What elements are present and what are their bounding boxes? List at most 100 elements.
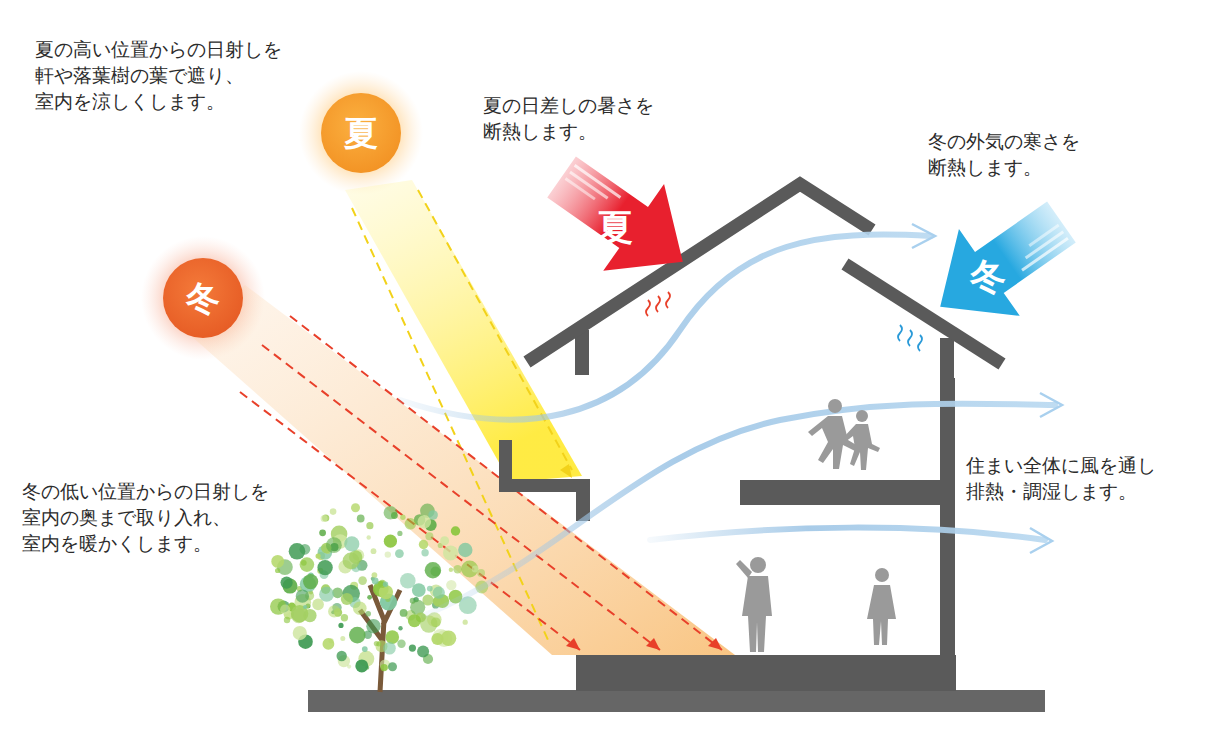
leaf: [397, 531, 402, 536]
leaf: [351, 503, 360, 512]
leaf: [293, 626, 307, 640]
leaf: [397, 640, 405, 648]
leaf: [376, 642, 381, 647]
leaf: [427, 586, 433, 592]
leaf: [330, 508, 337, 515]
tree-leaves: [270, 503, 488, 672]
leaf: [300, 557, 315, 572]
summer-sun-glow: [299, 71, 423, 195]
leaf: [349, 627, 366, 644]
leaf: [385, 551, 391, 557]
house: [308, 184, 1045, 712]
leaf: [372, 572, 378, 578]
leaf: [337, 651, 347, 661]
leaf: [358, 576, 367, 585]
leaf: [347, 665, 351, 669]
tree-trunk: [360, 585, 400, 692]
leaf: [372, 578, 379, 585]
leaf: [271, 555, 284, 568]
leaf: [395, 549, 404, 558]
leaf: [357, 515, 365, 523]
wind-heads: [912, 224, 1062, 553]
leaf: [338, 623, 343, 628]
leaf: [417, 646, 429, 658]
leaf: [326, 537, 342, 553]
leaf: [303, 574, 318, 589]
leaf: [321, 515, 328, 522]
leaf: [317, 560, 332, 575]
leaf: [400, 573, 416, 589]
winter-cold-arrow: 冬: [925, 200, 1075, 330]
leaf: [383, 582, 388, 587]
leaf: [341, 614, 348, 621]
caption-text: 冬の外気の寒さを 断熱します。: [928, 128, 1080, 180]
leaf: [405, 518, 417, 530]
leaf: [477, 569, 485, 577]
leaf: [463, 620, 468, 625]
leaf: [365, 611, 371, 617]
summer-sun: 夏: [321, 93, 401, 173]
leaf: [280, 604, 290, 614]
leaf: [291, 605, 308, 622]
ray-heads: [560, 464, 722, 650]
leaf: [421, 549, 428, 556]
leaf: [284, 617, 290, 623]
leaf: [398, 626, 402, 630]
leaf: [289, 543, 306, 560]
leaf: [316, 553, 321, 558]
leaf: [380, 664, 387, 671]
leaf: [384, 535, 397, 548]
leaf: [343, 553, 360, 570]
node-text: 冬: [970, 259, 1006, 295]
leaf: [353, 601, 367, 615]
leaf: [408, 614, 421, 627]
leaf: [419, 540, 428, 549]
node-text: 冬: [186, 281, 220, 315]
leaf: [425, 562, 441, 578]
people: [736, 399, 896, 652]
leaf: [275, 568, 280, 573]
leaf: [400, 515, 405, 520]
leaf: [296, 589, 309, 602]
leaf: [341, 593, 353, 605]
leaf: [319, 529, 326, 536]
node-text: 夏: [597, 210, 633, 246]
caption-text: 夏の高い位置からの日射しを 軒や落葉樹の葉で遮り、 室内を涼しくします。: [35, 36, 282, 115]
leaf: [384, 506, 398, 520]
leaf: [458, 543, 472, 557]
leaf: [355, 659, 368, 672]
leaf: [410, 600, 425, 615]
summer-sunbeam: [345, 180, 582, 482]
leaf: [291, 608, 306, 623]
caption-text: 夏の日差しの暑さを 断熱します。: [483, 92, 654, 144]
leaf: [319, 587, 334, 602]
leaf: [451, 526, 460, 535]
leaf: [367, 535, 371, 539]
leaf: [400, 609, 408, 617]
leaf: [409, 645, 416, 652]
leaf: [371, 548, 377, 554]
summer-heat-arrow: 夏: [548, 155, 698, 285]
leaf: [441, 631, 456, 646]
leaf: [449, 568, 453, 572]
leaf: [453, 565, 462, 574]
leaf: [303, 605, 307, 609]
leaf: [340, 636, 345, 641]
leaf: [428, 510, 438, 520]
leaf: [367, 595, 372, 600]
node-text: 夏: [344, 116, 378, 150]
leaf: [446, 580, 456, 590]
leaf: [388, 662, 397, 671]
leaf: [383, 642, 396, 655]
caption-text: 住まい全体に風を通し 排熱・調湿します。: [966, 452, 1156, 504]
leaf: [328, 605, 340, 617]
leaf: [440, 536, 449, 545]
leaf: [425, 532, 433, 540]
leaf: [323, 638, 335, 650]
leaf: [433, 587, 445, 599]
leaf: [366, 522, 373, 529]
leaf: [461, 560, 478, 577]
caption-text: 冬の低い位置からの日射しを 室内の奥まで取り入れ、 室内を暖かくします。: [22, 478, 269, 557]
leaf: [344, 536, 359, 551]
